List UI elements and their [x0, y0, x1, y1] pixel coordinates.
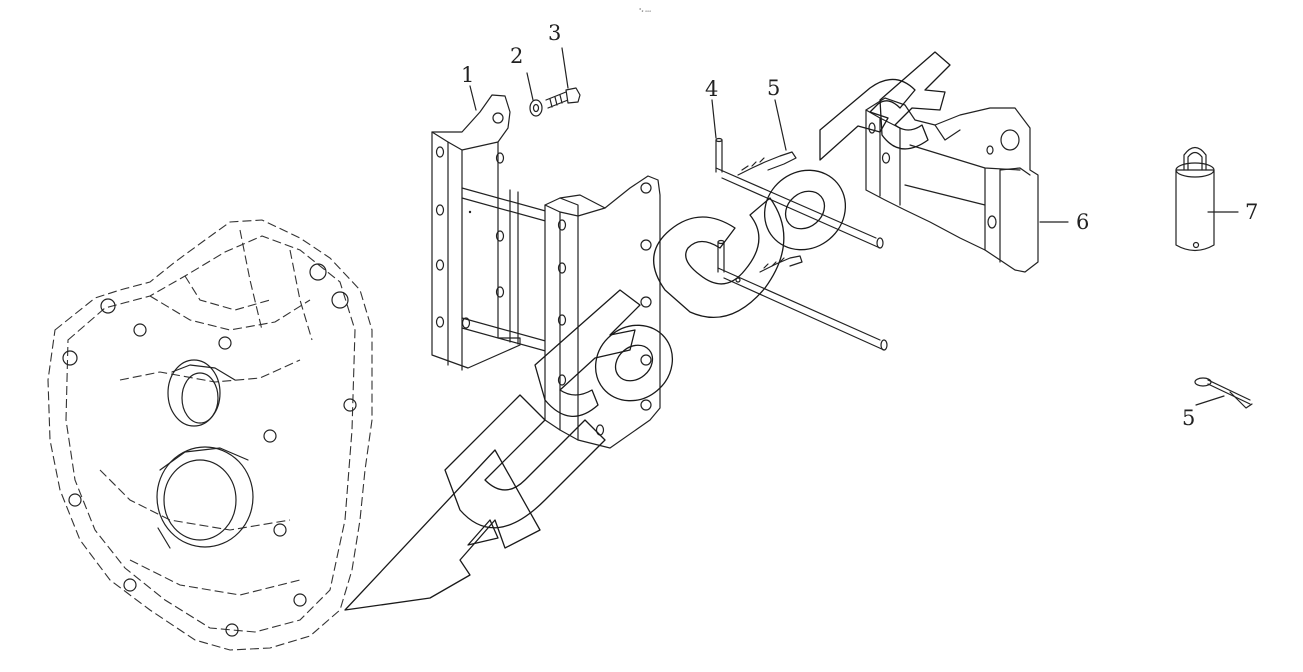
washer-part-2 — [526, 72, 543, 117]
callout-label-4: 4 — [705, 77, 718, 101]
callout-label-5-detail: 5 — [1182, 406, 1195, 430]
callout-label-5-top: 5 — [767, 76, 780, 100]
callout-label-3: 3 — [548, 21, 561, 45]
bracket-frame-part-1 — [431, 94, 661, 449]
pin-part-4 — [711, 99, 888, 351]
callout-label-2: 2 — [510, 44, 523, 68]
header-mark: °₂ ₒₒₒ — [639, 8, 651, 14]
cotter-pin-part-5 — [1194, 377, 1253, 409]
r-clip-part-5 — [737, 99, 803, 273]
callout-labels: 1 2 3 4 5 6 7 5 — [461, 21, 1258, 430]
bolt-part-3 — [545, 47, 581, 109]
hitch-part-6 — [865, 97, 1069, 273]
callout-label-1: 1 — [461, 63, 474, 87]
lock-pin-part-7 — [1175, 146, 1239, 252]
callout-label-7: 7 — [1245, 200, 1258, 224]
autosoft-watermark — [344, 51, 951, 611]
callout-label-6: 6 — [1076, 210, 1089, 234]
gearbox-housing — [47, 219, 373, 651]
